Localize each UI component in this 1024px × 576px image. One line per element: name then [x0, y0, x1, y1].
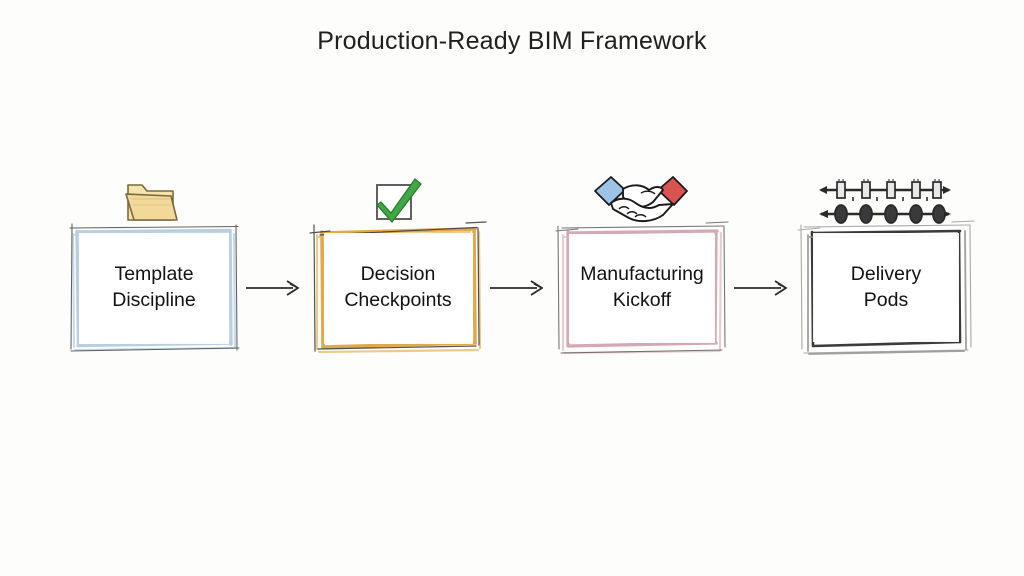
node-label-decision-checkpoints: Decision Checkpoints: [322, 231, 474, 343]
node-label-line2: Checkpoints: [344, 289, 452, 311]
node-label-manufacturing-kickoff: Manufacturing Kickoff: [566, 231, 718, 343]
node-label-line1: Template: [114, 263, 194, 285]
node-box-decision-checkpoints[interactable]: Decision Checkpoints: [309, 221, 487, 354]
node-label-line2: Pods: [863, 289, 909, 311]
node-box-template-discipline[interactable]: Template Discipline: [69, 223, 240, 352]
node-label-line1: Manufacturing: [580, 263, 704, 285]
flow-arrow-2: [488, 277, 550, 299]
flow-node-decision-checkpoints[interactable]: Decision Checkpoints: [306, 165, 488, 370]
flow-arrow-1: [244, 277, 306, 299]
node-box-delivery-pods[interactable]: Delivery Pods: [797, 220, 975, 355]
node-box-manufacturing-kickoff[interactable]: Manufacturing Kickoff: [555, 221, 729, 355]
flow-arrow-3: [732, 277, 794, 299]
node-label-template-discipline: Template Discipline: [78, 231, 230, 343]
page-title: Production-Ready BIM Framework: [317, 27, 707, 55]
node-label-line2: Discipline: [112, 289, 196, 311]
flow-node-template-discipline[interactable]: Template Discipline: [62, 165, 244, 370]
node-label-line1: Delivery: [850, 263, 922, 285]
handshake-icon: [550, 165, 732, 227]
flow-row: Template Discipline: [62, 165, 975, 370]
folder-icon: [62, 165, 244, 227]
green-checkmark-icon: [306, 165, 488, 227]
node-label-delivery-pods: Delivery Pods: [810, 231, 962, 343]
flow-node-manufacturing-kickoff[interactable]: Manufacturing Kickoff: [550, 165, 732, 370]
flow-node-delivery-pods[interactable]: Delivery Pods: [794, 165, 976, 370]
node-label-line2: Kickoff: [612, 289, 672, 311]
conveyor-rollers-icon: [794, 165, 976, 227]
node-label-line1: Decision: [360, 263, 436, 285]
